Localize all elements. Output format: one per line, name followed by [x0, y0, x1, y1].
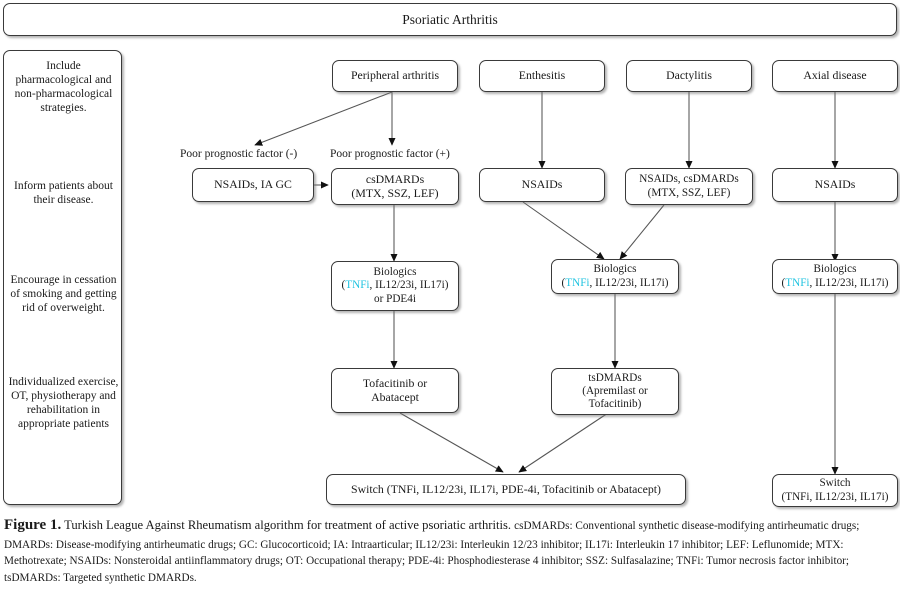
- node-label-line1: Biologics: [373, 266, 417, 279]
- paren-open: (: [561, 276, 566, 289]
- node-label-line2: (MTX, SSZ, LEF): [647, 186, 731, 199]
- node-tofacitinib-abatacept[interactable]: Tofacitinib or Abatacept: [331, 368, 459, 413]
- node-label-line2: Abatacept: [371, 389, 419, 404]
- page-title: Psoriatic Arthritis: [402, 11, 498, 27]
- node-label-line1: NSAIDs, csDMARDs: [639, 173, 739, 186]
- node-label-line1: Biologics: [593, 263, 637, 276]
- label-poor-prognostic-negative: Poor prognostic factor (-): [180, 148, 298, 160]
- node-label-line3: Tofacitinib): [588, 398, 642, 411]
- node-biologics-enthesitis-dactylitis[interactable]: Biologics (TNFi, IL12/23i, IL17i): [551, 259, 679, 294]
- diagram-title-box: Psoriatic Arthritis: [3, 3, 897, 36]
- node-axial-disease[interactable]: Axial disease: [772, 60, 898, 92]
- figure-caption: Figure 1. Turkish League Against Rheumat…: [4, 516, 896, 585]
- paren-open: (: [341, 279, 346, 292]
- node-biologics-axial[interactable]: Biologics (TNFi, IL12/23i, IL17i): [772, 259, 898, 294]
- tnfi-highlight: TNFi: [565, 276, 590, 289]
- tnfi-highlight: TNFi: [345, 279, 370, 292]
- node-label-line2: (TNFi, IL12/23i, IL17i): [781, 490, 889, 503]
- node-label: Enthesitis: [518, 68, 566, 83]
- node-nsaids-axial[interactable]: NSAIDs: [772, 168, 898, 202]
- node-label-line2: , IL12/23i, IL17i): [589, 276, 669, 289]
- general-measures-panel: Include pharmacological and non-pharmaco…: [3, 50, 122, 505]
- node-label-line2: (MTX, SSZ, LEF): [351, 185, 439, 200]
- node-nsaids-csdmards-dactylitis[interactable]: NSAIDs, csDMARDs (MTX, SSZ, LEF): [625, 168, 753, 205]
- sidebar-item-strategies: Include pharmacological and non-pharmaco…: [14, 60, 113, 115]
- sidebar-item-inform: Inform patients about their disease.: [13, 180, 113, 207]
- node-dactylitis[interactable]: Dactylitis: [626, 60, 752, 92]
- node-enthesitis[interactable]: Enthesitis: [479, 60, 605, 92]
- node-label-line1: Tofacitinib or: [362, 375, 428, 390]
- tnfi-highlight: TNFi: [785, 276, 810, 289]
- node-label: Switch (TNFi, IL12/23i, IL17i, PDE-4i, T…: [351, 481, 661, 496]
- sidebar-item-exercise: Individualized exercise, OT, physiothera…: [8, 376, 119, 431]
- node-label: NSAIDs: [521, 177, 563, 192]
- node-switch-axial[interactable]: Switch (TNFi, IL12/23i, IL17i): [772, 474, 898, 507]
- node-label-line2: , IL12/23i, IL17i): [809, 276, 889, 289]
- caption-abbreviations: csDMARDs: Conventional synthetic disease…: [4, 520, 860, 584]
- node-biologics-peripheral[interactable]: Biologics (TNFi, IL12/23i, IL17i) or PDE…: [331, 261, 459, 311]
- node-label-line1: Switch: [819, 477, 851, 490]
- node-switch-main[interactable]: Switch (TNFi, IL12/23i, IL17i, PDE-4i, T…: [326, 474, 686, 505]
- sidebar-item-smoking: Encourage in cessation of smoking and ge…: [10, 274, 117, 315]
- flowchart-canvas: Psoriatic Arthritis Include pharmacologi…: [3, 3, 898, 507]
- node-csdmards[interactable]: csDMARDs (MTX, SSZ, LEF): [331, 168, 459, 205]
- paren-open: (: [781, 276, 786, 289]
- node-label: NSAIDs, IA GC: [214, 177, 292, 192]
- node-label-line1: tsDMARDs: [588, 371, 642, 384]
- node-nsaids-enthesitis[interactable]: NSAIDs: [479, 168, 605, 202]
- caption-sentence: Turkish League Against Rheumatism algori…: [61, 518, 515, 532]
- node-tsdmards[interactable]: tsDMARDs (Apremilast or Tofacitinib): [551, 368, 679, 415]
- node-label: Axial disease: [803, 68, 867, 83]
- node-label-line2: , IL12/23i, IL17i): [369, 279, 449, 292]
- node-label: Dactylitis: [666, 68, 712, 83]
- node-label-line1: csDMARDs: [365, 171, 425, 186]
- label-poor-prognostic-positive: Poor prognostic factor (+): [330, 148, 450, 160]
- node-peripheral-arthritis[interactable]: Peripheral arthritis: [332, 60, 458, 92]
- node-label: Peripheral arthritis: [350, 68, 440, 83]
- figure-number: Figure 1.: [4, 517, 62, 533]
- node-nsaids-ia-gc[interactable]: NSAIDs, IA GC: [192, 168, 314, 202]
- node-label-line2: (Apremilast or: [582, 384, 648, 397]
- node-label-line1: Biologics: [813, 263, 857, 276]
- node-label-line3: or PDE4i: [374, 292, 416, 305]
- node-label: NSAIDs: [814, 177, 856, 192]
